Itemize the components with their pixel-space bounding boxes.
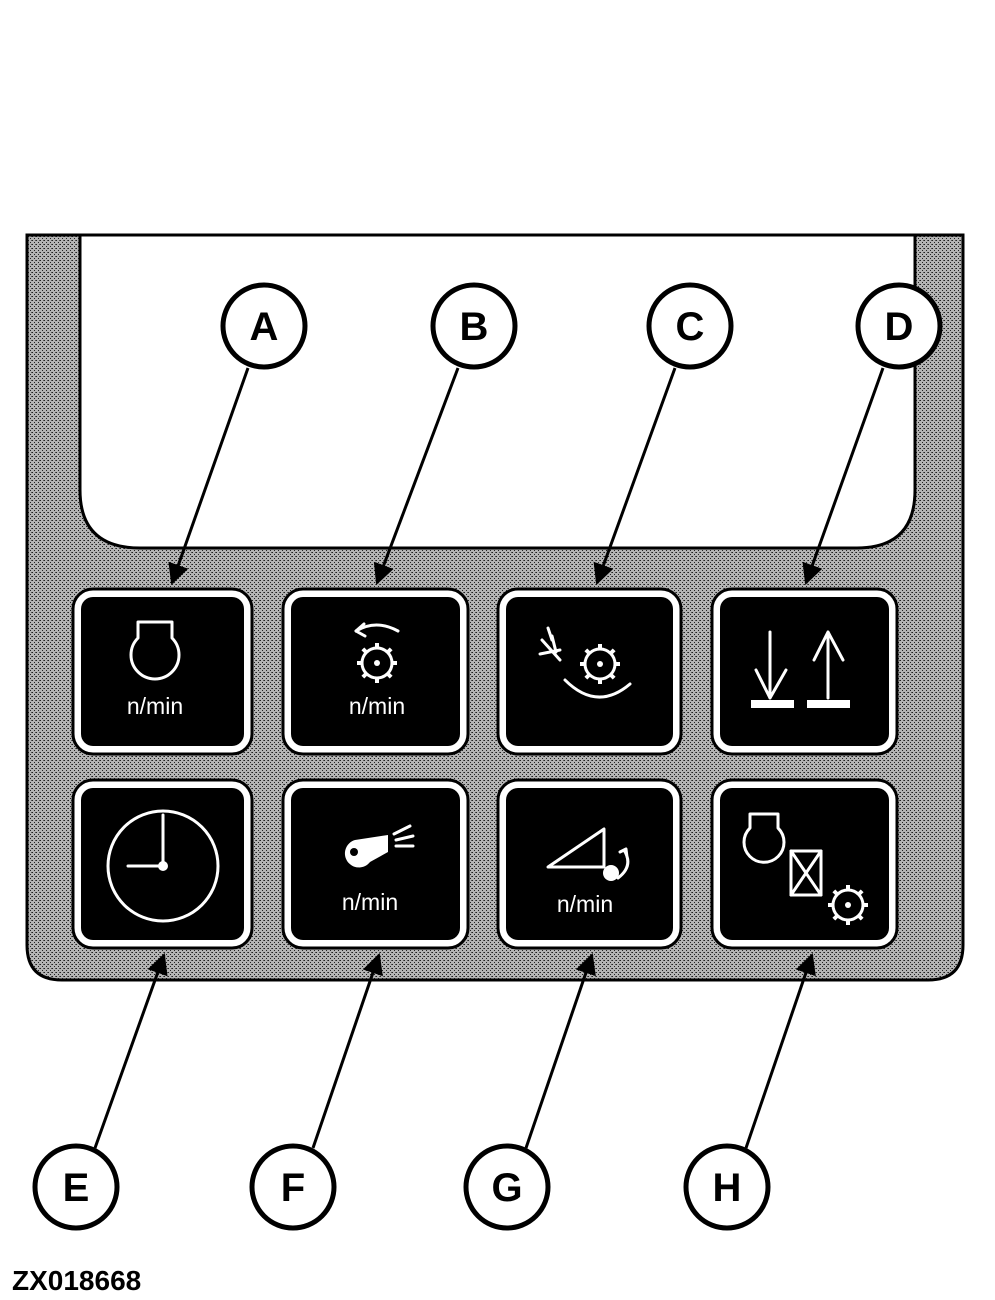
lower-raise-arrows-icon [751, 630, 850, 708]
callout-c: C [646, 282, 734, 370]
button-h-engine-transmission-rotor[interactable] [710, 778, 899, 950]
leader-line-d [802, 367, 885, 585]
button-f-fan-speed[interactable]: n/min [281, 778, 470, 950]
gear-tooth [361, 647, 368, 654]
callout-g-label: G [491, 1166, 522, 1210]
leader-lines [93, 367, 885, 1149]
gear-tooth [857, 914, 864, 921]
rotor-speed-icon [354, 622, 400, 683]
callout-b: B [430, 282, 518, 370]
gear-tooth [584, 673, 591, 680]
callout-e-label: E [63, 1166, 90, 1210]
fan-speed-icon [344, 824, 415, 868]
callout-f: F [249, 1143, 337, 1231]
button-g-ground-speed[interactable]: n/min [496, 778, 683, 950]
callout-e: E [32, 1143, 120, 1231]
callout-h: H [683, 1143, 771, 1231]
display-window [78, 233, 917, 550]
button-b-rotor-speed[interactable]: n/min [281, 587, 470, 756]
button-a-label: n/min [127, 693, 183, 719]
gear-tooth [609, 648, 616, 655]
callout-b-label: B [460, 305, 489, 349]
button-d-lower-raise[interactable] [710, 587, 899, 756]
button-b-label: n/min [349, 693, 405, 719]
leader-line-c [593, 367, 677, 585]
ground-speed-slope-icon [546, 827, 630, 881]
button-c-chopper[interactable] [496, 587, 683, 756]
clock-icon [106, 809, 220, 923]
leader-line-h [744, 953, 816, 1149]
callout-d-label: D [885, 305, 914, 349]
callout-a: A [220, 282, 308, 370]
callout-f-label: F [281, 1166, 305, 1210]
button-g-label: n/min [557, 891, 613, 917]
leader-line-b [373, 367, 460, 585]
button-e-clock[interactable] [71, 778, 254, 950]
gear-tooth [386, 647, 393, 654]
callout-h-label: H [713, 1166, 742, 1210]
gear-tooth [609, 673, 616, 680]
figure-id: ZX018668 [12, 1265, 141, 1296]
leader-line-e [93, 953, 168, 1149]
button-f-label: n/min [342, 889, 398, 915]
gear-tooth [857, 889, 864, 896]
leader-line-a [168, 367, 250, 585]
callout-g: G [463, 1143, 551, 1231]
gear-tooth [386, 672, 393, 679]
engine-speed-icon [129, 620, 181, 681]
engine-transmission-rotor-icon [742, 812, 868, 925]
button-a-engine-speed[interactable]: n/min [71, 587, 254, 756]
gear-tooth [584, 648, 591, 655]
callout-c-label: C [676, 305, 705, 349]
gear-tooth [832, 889, 839, 896]
chopper-rotor-icon [538, 626, 632, 699]
leader-line-f [311, 953, 383, 1149]
callout-d: D [855, 282, 943, 370]
callout-a-label: A [250, 305, 279, 349]
leader-line-g [524, 953, 596, 1149]
gear-tooth [832, 914, 839, 921]
gear-tooth [361, 672, 368, 679]
